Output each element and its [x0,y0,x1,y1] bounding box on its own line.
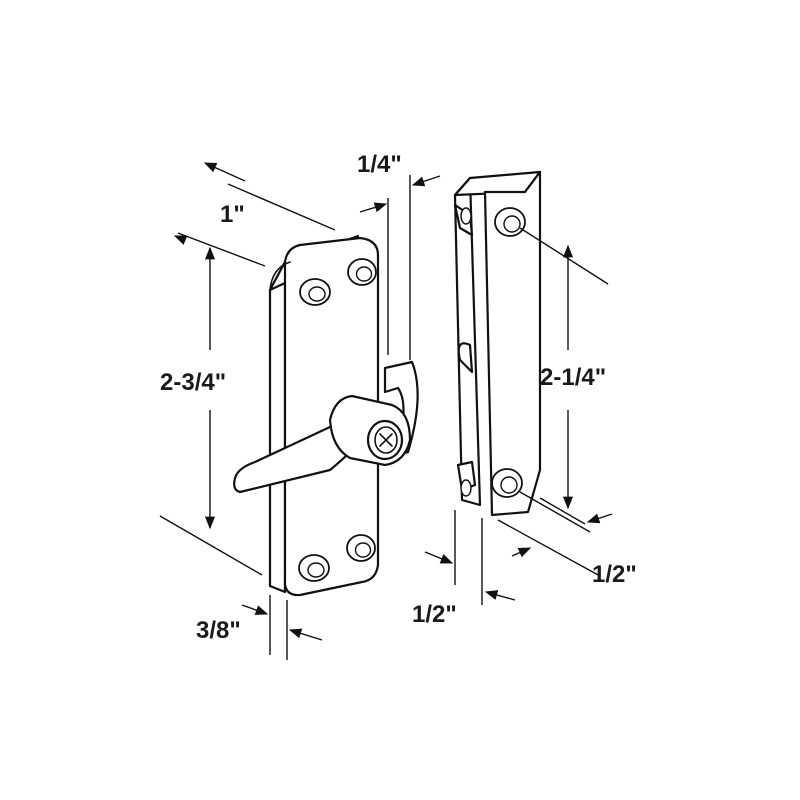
label-plate-height: 2-3/4" [160,369,226,396]
keeper-side-hole-top [460,207,472,225]
dim-plate-height [159,232,266,576]
keeper [453,170,542,517]
label-keeper-width: 1/2" [412,601,457,628]
dim-keeper-depth [497,497,613,577]
plate-hole-bottom-left [298,554,330,582]
keeper-hole-top [494,207,526,237]
keeper-hole-bottom [491,468,523,498]
screw-head-icon [366,419,404,461]
dim-keeper-hole-spacing [519,227,609,533]
label-keeper-hole-spacing: 2-1/4" [540,364,606,391]
label-keeper-depth: 1/2" [592,561,637,588]
keeper-side-hole-bottom [460,479,472,497]
lever [233,360,419,494]
label-plate-width: 1" [220,201,245,228]
label-lever-offset: 1/4" [357,151,402,178]
dim-plate-width [203,162,336,231]
dim-plate-thickness [241,595,323,660]
label-plate-thickness: 3/8" [196,617,241,644]
plate-hole-top-left [299,278,331,306]
plate-hole-top-right [347,258,377,286]
dim-lever-offset [359,175,441,360]
plate-hole-bottom-right [346,534,376,562]
dim-keeper-width [424,510,516,605]
